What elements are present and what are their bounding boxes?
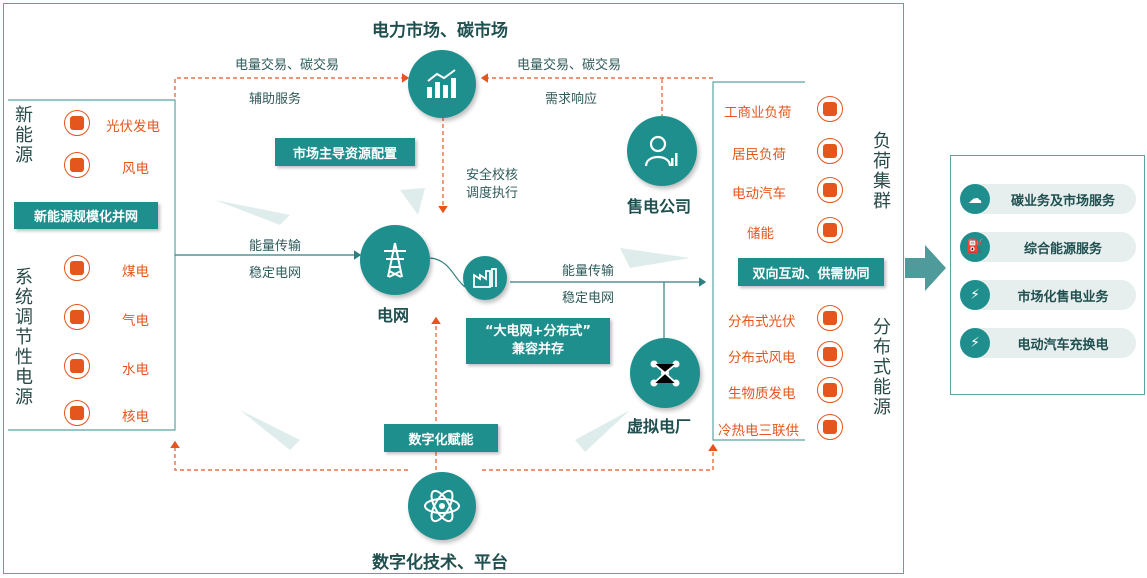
regulating-item: 煤电 xyxy=(122,264,149,280)
regulating-group-label: 系统调节性电源 xyxy=(15,267,33,408)
aux-service-label: 辅助服务 xyxy=(249,92,302,107)
retail-label: 售电公司 xyxy=(627,197,692,216)
top-title: 电力市场、碳市场 xyxy=(372,21,508,41)
energy-left-2: 稳定电网 xyxy=(249,266,302,281)
cchp-icon xyxy=(817,414,843,440)
new-energy-item: 风电 xyxy=(122,161,149,177)
energy-mid-2: 稳定电网 xyxy=(562,291,615,306)
trade-right-label: 电量交易、碳交易 xyxy=(517,58,622,73)
battery-charge-icon: ⚡ xyxy=(960,280,990,310)
new-energy-group-label: 新能源 xyxy=(15,105,33,166)
power-tower-icon xyxy=(384,242,406,278)
right-bracket xyxy=(712,81,805,441)
big-arrow-icon xyxy=(905,245,946,291)
grid-label: 电网 xyxy=(377,306,410,325)
network-icon xyxy=(650,360,680,387)
dist-item: 生物质发电 xyxy=(728,386,796,402)
vpp-label: 虚拟电厂 xyxy=(627,417,692,436)
grid-node xyxy=(360,225,430,295)
atom-icon xyxy=(424,489,460,523)
grid-dist-line-1: “大电网+分布式” xyxy=(485,324,591,339)
load-item: 居民负荷 xyxy=(732,147,786,163)
dist-item: 分布式风电 xyxy=(728,350,796,366)
service-item: ☁ 碳业务及市场服务 xyxy=(960,184,1136,214)
grid-dist-line-2: 兼容并存 xyxy=(511,342,564,357)
new-energy-item: 光伏发电 xyxy=(106,119,160,135)
digital-node xyxy=(408,472,476,540)
nuclear-icon xyxy=(64,400,90,426)
biomass-icon xyxy=(817,377,843,403)
service-label: 综合能源服务 xyxy=(1023,241,1102,257)
market-box: 市场主导资源配置 xyxy=(275,138,415,166)
cloud-icon: ☁ xyxy=(960,184,990,214)
charging-icon: ⚡ xyxy=(960,328,990,358)
factory-icon xyxy=(473,268,497,288)
dist-item: 分布式光伏 xyxy=(728,314,796,330)
dist-wind-icon xyxy=(817,341,843,367)
regulating-item: 水电 xyxy=(122,362,149,378)
regulating-item: 核电 xyxy=(122,409,149,425)
regulating-item: 气电 xyxy=(122,313,149,329)
safety-label-2: 调度执行 xyxy=(466,186,519,201)
service-label: 碳业务及市场服务 xyxy=(1010,193,1115,209)
wind-icon xyxy=(64,152,90,178)
home-icon xyxy=(817,138,843,164)
load-group-label: 负荷集群 xyxy=(873,131,891,212)
energy-mid-1: 能量传输 xyxy=(562,264,615,279)
load-item: 电动汽车 xyxy=(732,186,786,202)
diagram-frame xyxy=(3,3,904,574)
dist-item: 冷热电三联供 xyxy=(718,423,799,439)
factory-node xyxy=(463,256,507,300)
interact-box: 双向互动、供需协同 xyxy=(738,258,884,286)
coal-icon xyxy=(64,255,90,281)
energy-left-1: 能量传输 xyxy=(249,239,302,254)
market-node xyxy=(408,50,476,118)
safety-label-1: 安全校核 xyxy=(466,168,519,183)
vpp-node xyxy=(630,338,700,408)
bottom-title: 数字化技术、平台 xyxy=(372,553,508,573)
service-item: ⚡ 市场化售电业务 xyxy=(960,280,1136,310)
service-label: 市场化售电业务 xyxy=(1017,289,1109,305)
service-item: ⛽ 综合能源服务 xyxy=(960,232,1136,262)
demand-response-label: 需求响应 xyxy=(545,92,598,107)
service-label: 电动汽车充换电 xyxy=(1017,337,1109,353)
energy-station-icon: ⛽ xyxy=(960,232,990,262)
chart-icon xyxy=(427,69,456,98)
solar-icon xyxy=(64,110,90,136)
gas-icon xyxy=(64,304,90,330)
left-bracket xyxy=(8,99,176,431)
load-item: 工商业负荷 xyxy=(724,105,792,121)
digital-box: 数字化赋能 xyxy=(384,424,498,452)
load-item: 储能 xyxy=(747,226,774,242)
building-icon xyxy=(817,96,843,122)
trade-left-label: 电量交易、碳交易 xyxy=(235,58,340,73)
hydro-icon xyxy=(64,353,90,379)
grid-dist-box: “大电网+分布式” 兼容并存 xyxy=(466,318,610,364)
user-chart-icon xyxy=(644,135,678,167)
dist-solar-icon xyxy=(817,305,843,331)
retail-node xyxy=(627,116,697,186)
battery-icon xyxy=(817,217,843,243)
car-icon xyxy=(817,177,843,203)
dist-group-label: 分布式能源 xyxy=(873,317,891,418)
service-item: ⚡ 电动汽车充换电 xyxy=(960,328,1136,358)
new-energy-box: 新能源规模化并网 xyxy=(14,202,158,229)
